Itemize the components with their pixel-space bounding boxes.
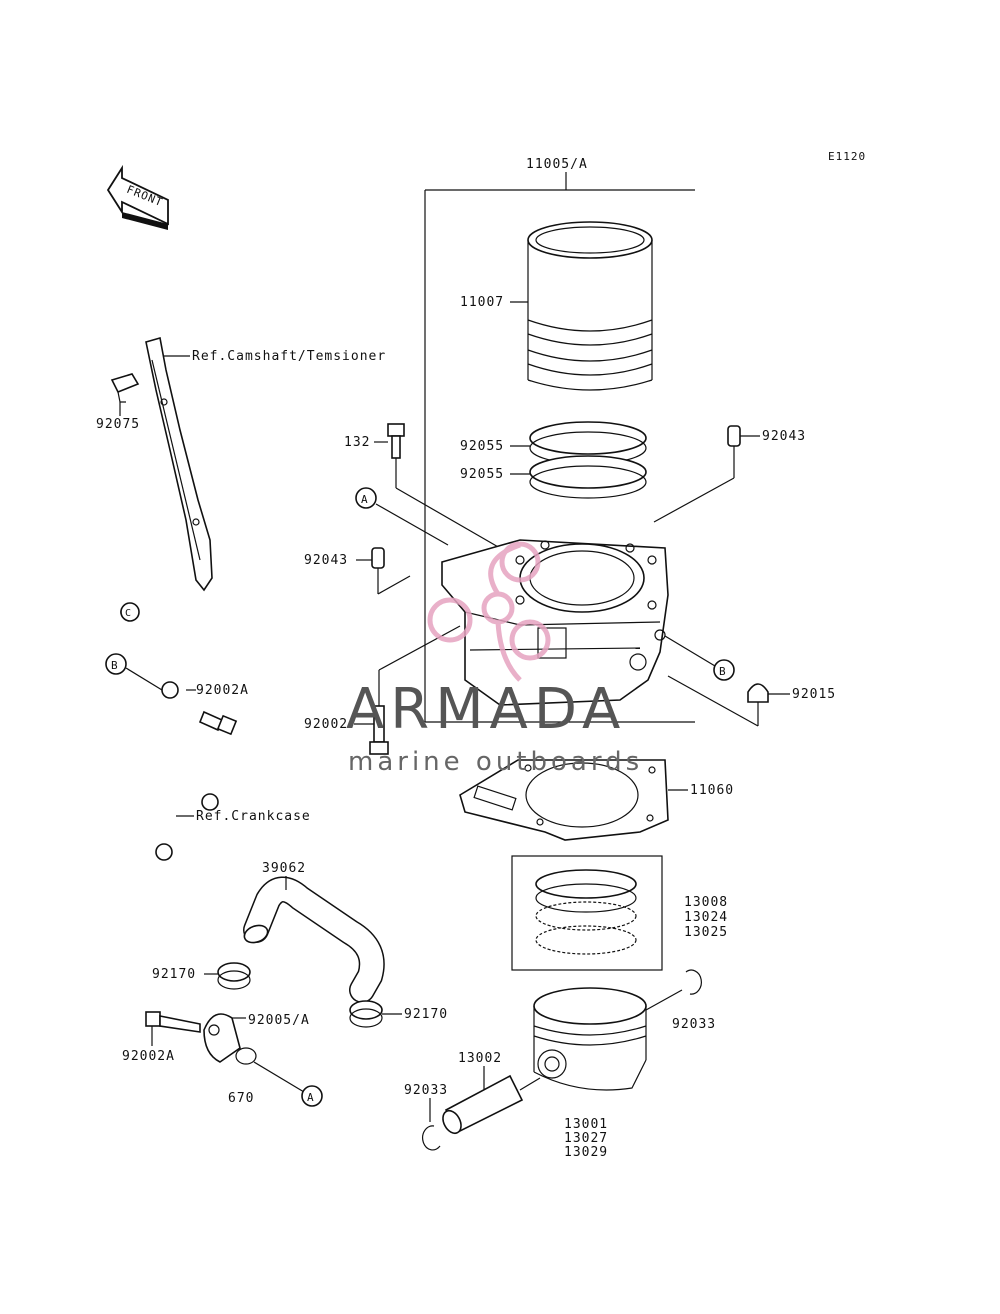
callout-c-left (120, 602, 140, 622)
watermark-logo-icon (427, 541, 551, 682)
part-label-11060: 11060 (690, 783, 734, 798)
callout-a-bottom-label: A (307, 1091, 315, 1104)
callout-b-left-leader (125, 667, 163, 691)
circlip-right (645, 969, 702, 1011)
callout-b-left (105, 653, 127, 675)
part-label-92055-1: 92055 (460, 439, 504, 454)
part-label-92005a: 92005/A (248, 1013, 310, 1028)
bolt-92002a-bottom (145, 1011, 201, 1046)
callout-b-right (713, 659, 735, 681)
bolt-132 (374, 423, 501, 549)
part-label-11007: 11007 (460, 295, 504, 310)
piston-part (533, 987, 647, 1091)
piston-ring-set-box (511, 855, 663, 971)
part-label-13008: 13008 (684, 895, 728, 910)
part-label-670: 670 (228, 1091, 254, 1106)
banjo-bolt-92002a-top (186, 689, 238, 736)
breather-hose-part (243, 876, 385, 1003)
part-label-39062: 39062 (262, 861, 306, 876)
part-label-92002: 92002 (304, 717, 348, 732)
callout-b-right-leader (664, 635, 716, 667)
part-label-92002a-bottom: 92002A (122, 1049, 175, 1064)
part-label-92170-right: 92170 (404, 1007, 448, 1022)
cylinder-block-part (441, 539, 669, 706)
dowel-pin-left (356, 547, 411, 595)
part-label-92033-right: 92033 (672, 1017, 716, 1032)
circlip-left (422, 1098, 441, 1151)
part-label-132: 132 (344, 435, 370, 450)
callout-b-left-label: B (111, 659, 119, 672)
diagram-code: E1120 (828, 150, 866, 163)
bracket-11005a (424, 172, 695, 723)
ref-label-camshaft-tensioner: Ref.Camshaft/Temsioner (192, 349, 386, 364)
o-ring-parts (529, 421, 647, 499)
part-label-92055-2: 92055 (460, 467, 504, 482)
part-label-13001: 13001 (564, 1117, 608, 1132)
part-label-92075: 92075 (96, 417, 140, 432)
front-arrow-icon: FRONT (106, 164, 169, 230)
part-label-92033-left: 92033 (404, 1083, 448, 1098)
callout-a-top (355, 487, 377, 509)
part-label-13025: 13025 (684, 925, 728, 940)
callout-a-top-leader (375, 503, 449, 546)
part-label-11005a: 11005/A (526, 157, 588, 172)
part-label-92002a-top: 92002A (196, 683, 249, 698)
part-label-92170-left: 92170 (152, 967, 196, 982)
dowel-pin-right (653, 425, 760, 523)
head-gasket-part (459, 759, 688, 841)
part-label-92015: 92015 (792, 687, 836, 702)
hose-fitting-part (203, 1013, 246, 1063)
piston-pin-part (442, 1066, 541, 1135)
stud-92002 (354, 625, 461, 755)
clip-92075 (110, 373, 140, 416)
callout-a-bottom (301, 1085, 323, 1107)
part-label-13024: 13024 (684, 910, 728, 925)
o-ring-670 (235, 1047, 305, 1093)
watermark-brand: ARMADA (346, 677, 626, 742)
cap-nut-92015 (667, 675, 790, 727)
ref-label-crankcase: Ref.Crankcase (196, 809, 311, 824)
hose-clamp-right (349, 1000, 402, 1028)
part-label-13029: 13029 (564, 1145, 608, 1160)
chain-guide-part (145, 336, 213, 592)
part-label-92043-left: 92043 (304, 553, 348, 568)
part-label-92043-right: 92043 (762, 429, 806, 444)
callout-a-top-label: A (361, 493, 369, 506)
watermark-tagline: marine outboards (348, 747, 643, 777)
callout-c-left-label: C (125, 608, 132, 619)
part-label-13027: 13027 (564, 1131, 608, 1146)
callout-b-right-label: B (719, 665, 727, 678)
cylinder-sleeve-part (527, 221, 653, 391)
hose-clamp-left (204, 962, 251, 990)
part-label-13002: 13002 (458, 1051, 502, 1066)
